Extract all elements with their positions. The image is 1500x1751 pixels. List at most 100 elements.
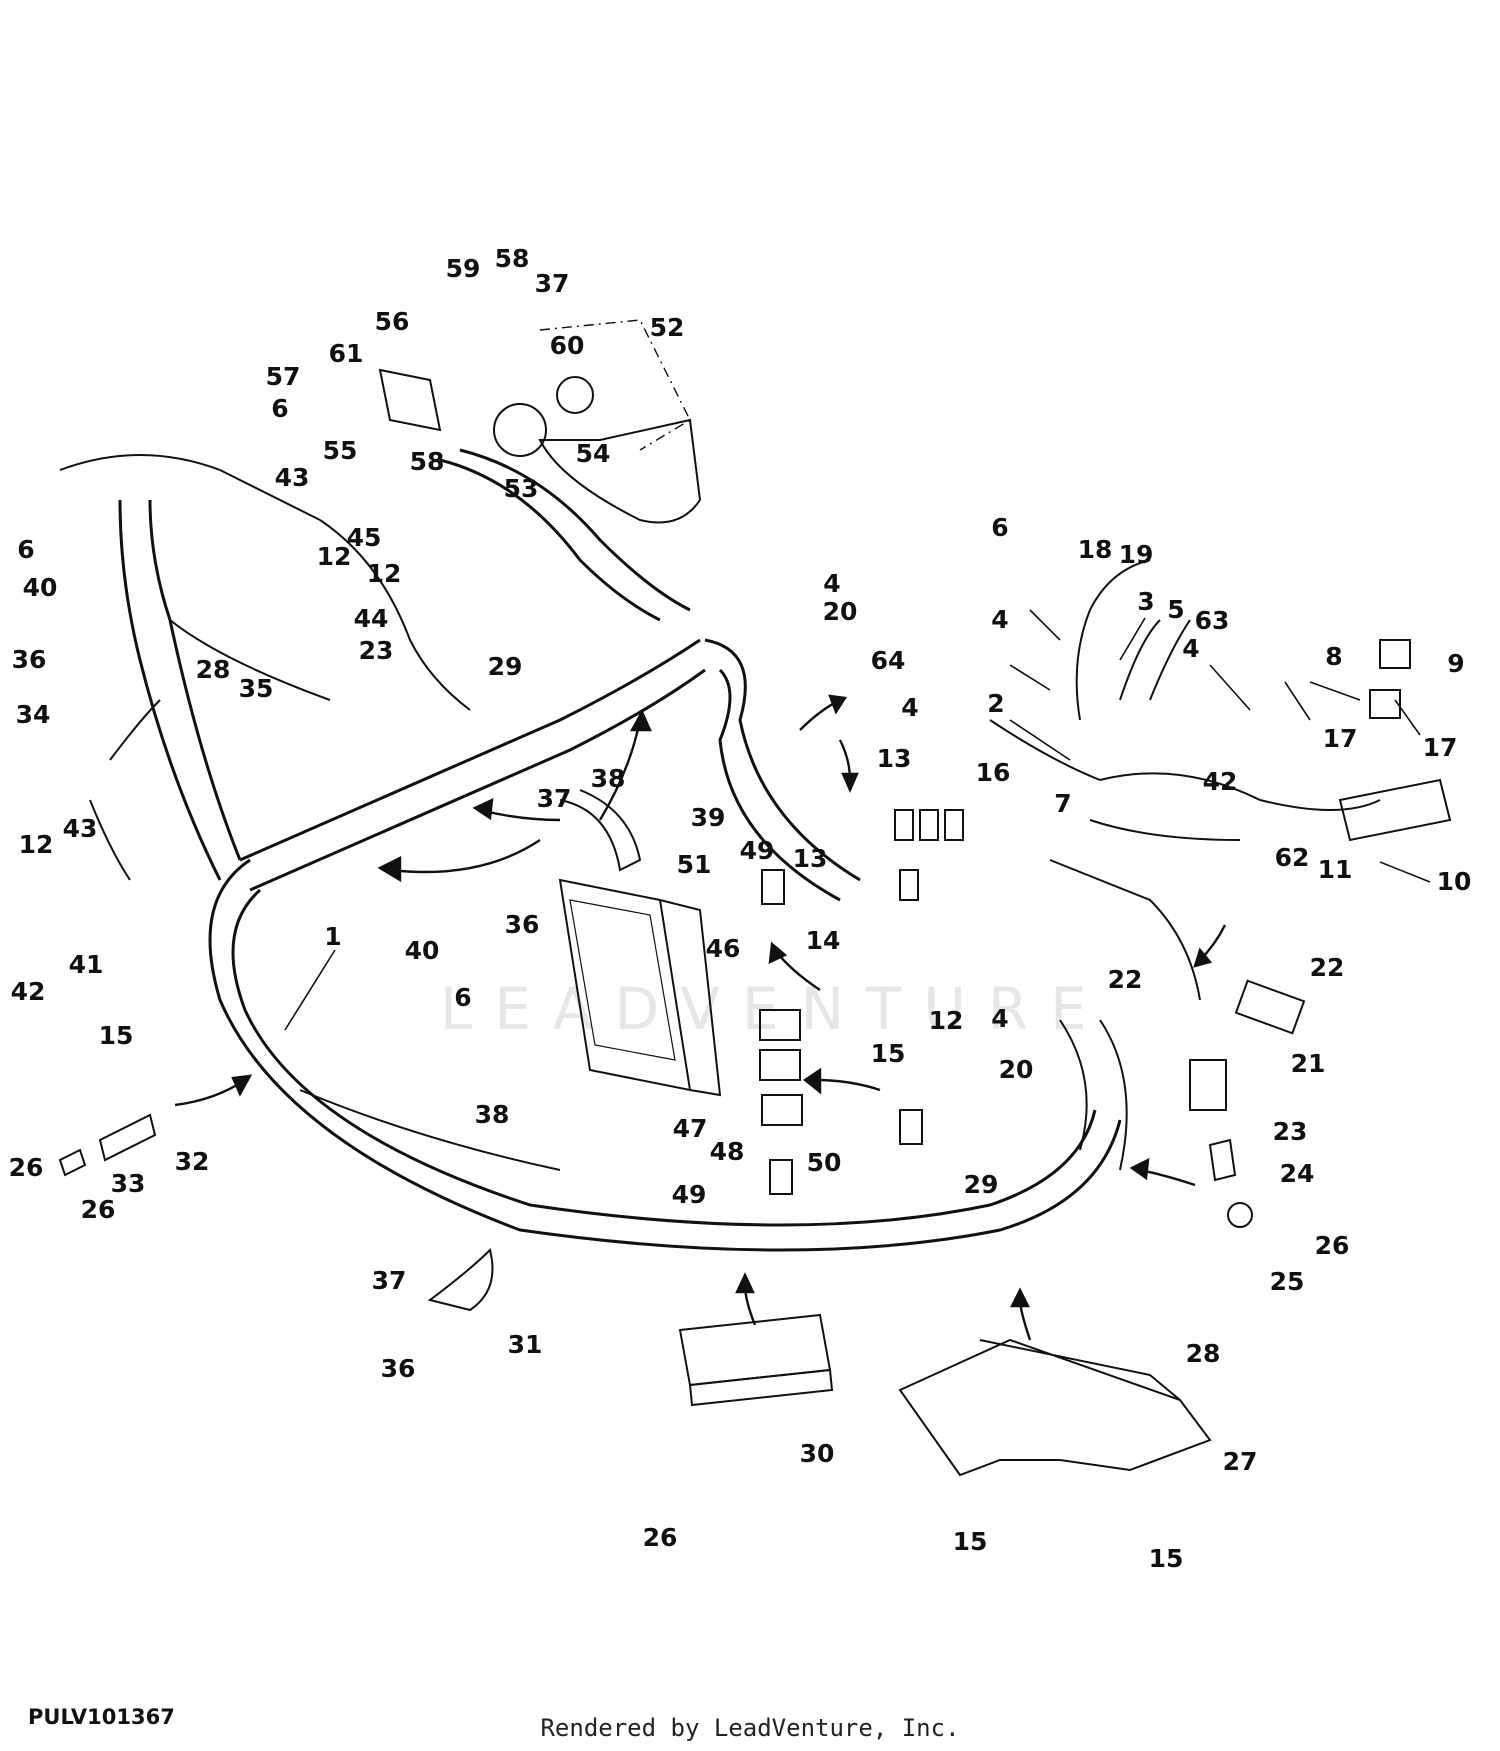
callout-19: 19: [1119, 540, 1154, 569]
callout-58-2: 58: [410, 447, 445, 476]
callout-15-4: 15: [1149, 1544, 1184, 1573]
callout-10: 10: [1437, 867, 1472, 896]
callout-37-3: 37: [372, 1266, 407, 1295]
callout-22: 22: [1108, 965, 1143, 994]
callout-29: 29: [488, 652, 523, 681]
callout-63: 63: [1195, 606, 1230, 635]
callout-13-2: 13: [793, 844, 828, 873]
callout-18: 18: [1078, 535, 1113, 564]
callout-15: 15: [99, 1021, 134, 1050]
callout-29-2: 29: [964, 1170, 999, 1199]
callout-53: 53: [504, 474, 539, 503]
callout-14: 14: [806, 926, 841, 955]
callout-43-2: 43: [63, 814, 98, 843]
callout-43: 43: [275, 463, 310, 492]
callout-3: 3: [1137, 587, 1154, 616]
callout-42-2: 42: [1203, 767, 1238, 796]
callout-4: 4: [823, 569, 840, 598]
callout-52: 52: [650, 313, 685, 342]
callout-35: 35: [239, 674, 274, 703]
harness-drawing: [58, 319, 1452, 1477]
callout-26-4: 26: [9, 1153, 44, 1182]
callout-4-2: 4: [991, 605, 1008, 634]
callout-6: 6: [271, 394, 288, 423]
callout-8: 8: [1325, 642, 1342, 671]
callout-17: 17: [1323, 724, 1358, 753]
callout-37-2: 37: [535, 269, 570, 298]
callout-50: 50: [807, 1148, 842, 1177]
callout-36-2: 36: [505, 910, 540, 939]
callout-15-3: 15: [953, 1527, 988, 1556]
callout-57: 57: [266, 362, 301, 391]
callout-16: 16: [976, 758, 1011, 787]
callout-4-3: 4: [1182, 634, 1199, 663]
callout-28: 28: [196, 655, 231, 684]
callout-23-2: 23: [1273, 1117, 1308, 1146]
callout-33: 33: [111, 1169, 146, 1198]
callout-54: 54: [576, 439, 611, 468]
callout-26-2: 26: [1315, 1231, 1350, 1260]
callout-40-2: 40: [23, 573, 58, 602]
leader-lines: [284, 609, 1431, 1031]
callout-38-2: 38: [475, 1100, 510, 1129]
callout-4-5: 4: [991, 1004, 1008, 1033]
callout-17-2: 17: [1423, 733, 1458, 762]
callout-12-4: 12: [929, 1006, 964, 1035]
callout-11: 11: [1318, 855, 1353, 884]
callout-59: 59: [446, 254, 481, 283]
callout-49-2: 49: [672, 1180, 707, 1209]
callout-46: 46: [706, 934, 741, 963]
arrows: [174, 694, 1227, 1341]
callout-45: 45: [347, 523, 382, 552]
callout-22-2: 22: [1310, 953, 1345, 982]
callout-42: 42: [11, 977, 46, 1006]
callout-13: 13: [877, 744, 912, 773]
callout-15-2: 15: [871, 1039, 906, 1068]
callout-1: 1: [324, 922, 341, 951]
callout-39: 39: [691, 803, 726, 832]
callout-12: 12: [317, 542, 352, 571]
callout-9: 9: [1447, 649, 1464, 678]
callout-2: 2: [987, 689, 1004, 718]
render-credit: Rendered by LeadVenture, Inc.: [540, 1714, 960, 1742]
callout-26: 26: [81, 1195, 116, 1224]
callout-27: 27: [1223, 1447, 1258, 1476]
callout-37: 37: [537, 784, 572, 813]
callout-60: 60: [550, 331, 585, 360]
callout-7: 7: [1054, 789, 1071, 818]
callout-30: 30: [800, 1439, 835, 1468]
callout-38: 38: [591, 764, 626, 793]
callout-25: 25: [1270, 1267, 1305, 1296]
callout-40: 40: [405, 936, 440, 965]
callout-61: 61: [329, 339, 364, 368]
callout-36-3: 36: [381, 1354, 416, 1383]
callout-55: 55: [323, 436, 358, 465]
callout-48: 48: [710, 1137, 745, 1166]
callout-44: 44: [354, 604, 389, 633]
callout-20-2: 20: [999, 1055, 1034, 1084]
callout-26-3: 26: [643, 1523, 678, 1552]
callout-12-3: 12: [367, 559, 402, 588]
callout-32: 32: [175, 1147, 210, 1176]
callout-36: 36: [12, 645, 47, 674]
callout-20: 20: [823, 597, 858, 626]
callout-28-2: 28: [1186, 1339, 1221, 1368]
callout-24: 24: [1280, 1159, 1315, 1188]
callout-12-2: 12: [19, 830, 54, 859]
callout-31: 31: [508, 1330, 543, 1359]
callout-34: 34: [16, 700, 51, 729]
callout-51: 51: [677, 850, 712, 879]
callout-56: 56: [375, 307, 410, 336]
callout-49: 49: [740, 836, 775, 865]
callout-62: 62: [1275, 843, 1310, 872]
callout-4-4: 4: [901, 693, 918, 722]
callout-6-4: 6: [454, 983, 471, 1012]
callout-58: 58: [495, 244, 530, 273]
callout-23: 23: [359, 636, 394, 665]
callout-6-2: 6: [17, 535, 34, 564]
callout-21: 21: [1291, 1049, 1326, 1078]
callout-41: 41: [69, 950, 104, 979]
callout-6-3: 6: [991, 513, 1008, 542]
